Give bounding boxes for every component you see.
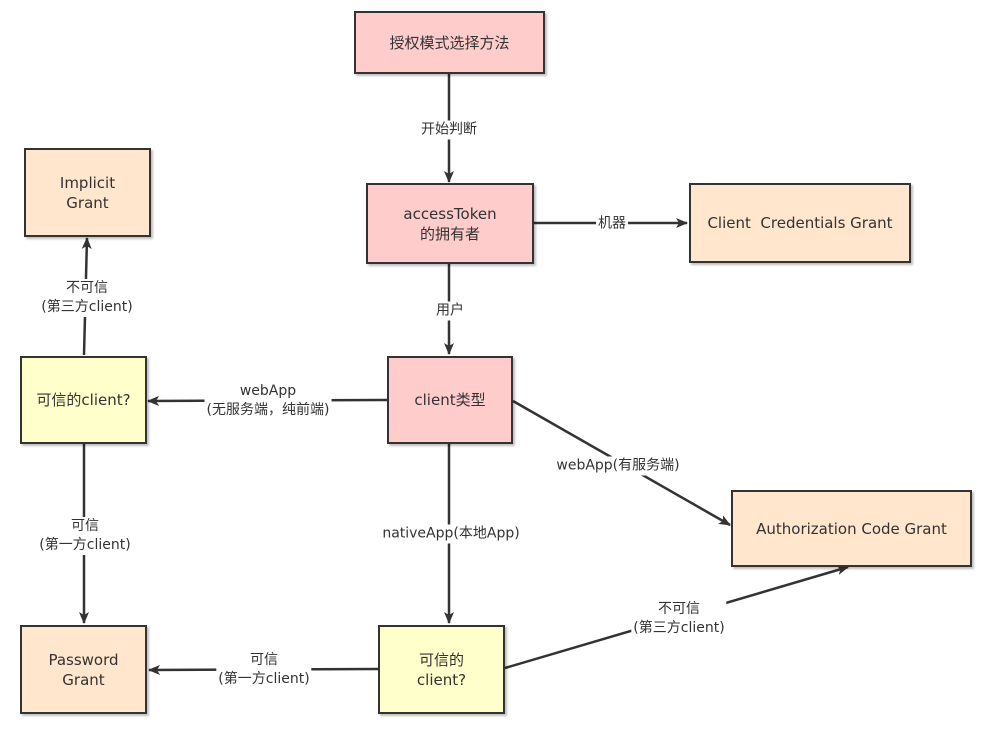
- edge-label-native-app: nativeApp(本地App): [380, 524, 522, 544]
- edge-label-untrusted-top: 不可信 (第三方client): [39, 279, 135, 317]
- edge-label-start-judge: 开始判断: [419, 120, 479, 140]
- edge-label-trusted-bottom: 可信 (第一方client): [216, 651, 312, 689]
- node-implicit-grant: Implicit Grant: [24, 148, 151, 237]
- edge-label-trusted-left: 可信 (第一方client): [37, 517, 133, 555]
- node-client-credentials-grant: Client Credentials Grant: [689, 183, 911, 263]
- node-trusted-client-native: 可信的 client?: [378, 625, 505, 714]
- node-password-grant: Password Grant: [20, 625, 147, 714]
- edge-label-machine: 机器: [596, 214, 628, 234]
- edge-label-web-app-no-server: webApp (无服务端，纯前端): [204, 382, 332, 420]
- edge-label-untrusted-bottom: 不可信 (第三方client): [631, 600, 727, 638]
- edge-label-web-app-with-server: webApp(有服务端): [554, 456, 682, 476]
- node-client-type: client类型: [387, 356, 513, 444]
- node-trusted-client-web: 可信的client?: [20, 356, 147, 444]
- node-access-token-owner: accessToken 的拥有者: [366, 183, 534, 264]
- edge-label-user: 用户: [434, 301, 466, 321]
- node-authorization-code-grant: Authorization Code Grant: [731, 490, 972, 567]
- node-grant-mode-select: 授权模式选择方法: [354, 11, 545, 74]
